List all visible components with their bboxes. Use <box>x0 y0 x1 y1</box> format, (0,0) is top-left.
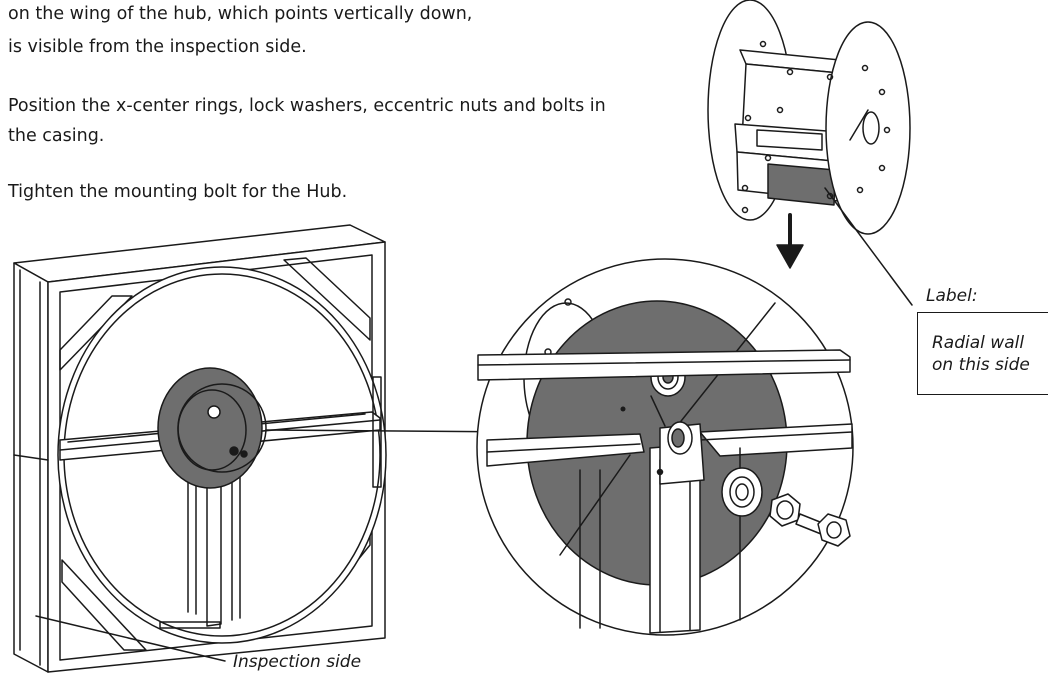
label-text-line-1: Radial wall <box>932 333 1025 353</box>
detail-circle-small <box>177 383 267 473</box>
instruction-line-3: Tighten the mounting bolt for the Hub. <box>8 182 348 202</box>
instruction-line-1b: is visible from the inspection side. <box>8 37 307 57</box>
inspection-side-label: Inspection side <box>233 652 362 672</box>
instruction-line-2a: Position the x-center rings, lock washer… <box>8 96 606 116</box>
instruction-line-2b: the casing. <box>8 126 105 146</box>
inspection-leader <box>35 615 226 662</box>
label-heading: Label: <box>926 286 978 306</box>
label-leader <box>824 187 913 306</box>
label-callout-box: Radial wall on this side <box>917 312 1048 395</box>
detail-magnified <box>476 258 854 636</box>
instruction-line-1a: on the wing of the hub, which points ver… <box>8 4 473 24</box>
down-arrow <box>776 213 804 269</box>
side-slots <box>159 376 382 629</box>
hub-isometric <box>707 0 911 235</box>
label-text-line-2: on this side <box>932 355 1030 375</box>
hub-small <box>157 367 263 489</box>
